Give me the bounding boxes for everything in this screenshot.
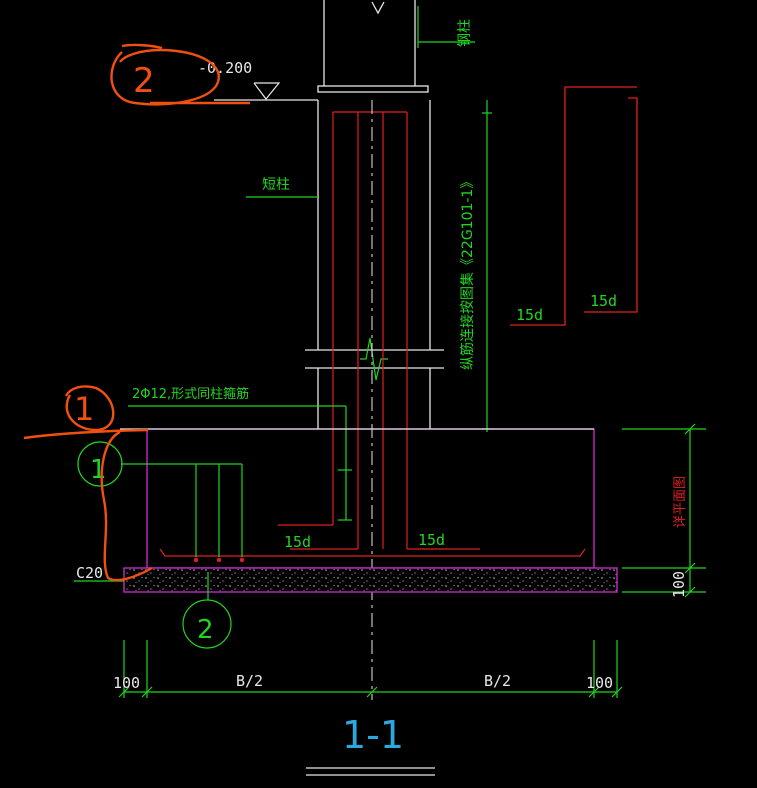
steel-column-leader [417,6,475,48]
stirrup-leader [128,405,352,521]
callout-2-text: 2 [197,615,214,645]
rebar-note-dimension [482,100,492,432]
bottom-thickness-label: 100 [670,571,688,598]
gravel-cushion [123,567,618,593]
rebar-dots [193,557,245,563]
stirrup-note: 2Φ12,形式同柱箍筋 [132,386,249,402]
fifteen-d-left: 15d [284,533,311,551]
dim-left-100: 100 [113,674,140,692]
fifteen-d-right-b: 15d [590,292,617,310]
footing-outline [146,428,595,569]
elevation-label: -0.200 [198,59,252,77]
callout-2-leader [182,572,232,649]
steel-column-label: 钢柱 [457,19,473,47]
rebar-note: 纵筋连接按图集《22G101-1》 [459,175,476,370]
orange-annotation-2 [110,43,250,106]
right-height-dimension [622,423,706,598]
short-column-label: 短柱 [262,177,290,193]
section-title: 1-1 [342,713,404,757]
dim-right-half: B/2 [484,672,511,690]
dim-left-half: B/2 [236,672,263,690]
fifteen-d-mid: 15d [418,531,445,549]
orange-annotation-1-text: 1 [74,390,94,428]
bottom-rebar [159,548,586,557]
concrete-grade-label: C20 [76,564,103,582]
orange-annotation-1 [23,385,153,582]
elevation-marker [214,82,318,101]
orange-annotation-2-text: 2 [133,61,155,101]
short-column [305,100,444,429]
break-symbol [360,337,388,381]
section-title-underline [306,767,435,776]
steel-column [317,0,429,93]
dim-right-100: 100 [586,674,613,692]
fifteen-d-right-a: 15d [516,306,543,324]
column-rebar [278,111,480,550]
height-note: 详平面图 [673,476,688,528]
bottom-dimension [118,640,623,698]
right-rebar-detail [510,86,638,326]
callout-1-leader [77,441,243,557]
